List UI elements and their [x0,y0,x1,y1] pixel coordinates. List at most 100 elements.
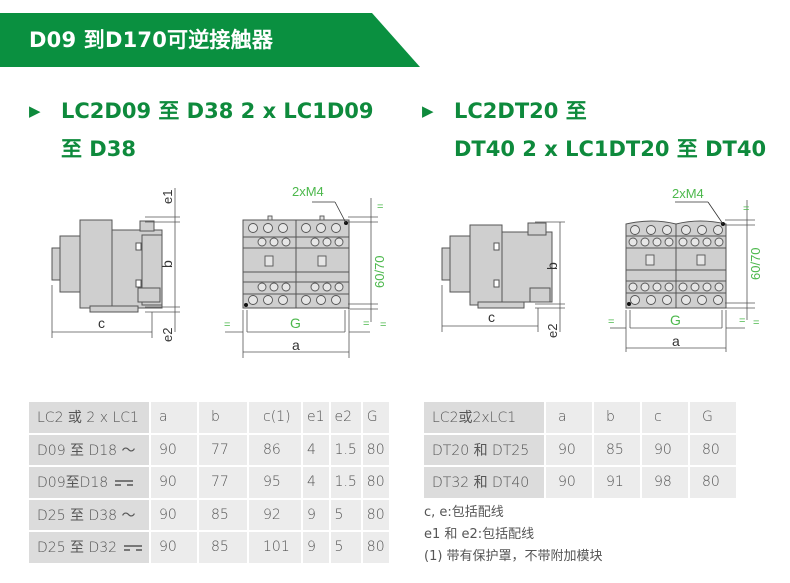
table-row: D09至D18 90 77 95 4 1.5 80 [29,467,389,498]
G-label: G [670,312,681,328]
footnote: (1) 带有保护罩，不带附加模块 [424,549,603,564]
header-cell: G [362,402,389,433]
header-cell: LC2或2xLC1 [424,402,544,433]
height-label: 60/70 [748,247,763,280]
value-cell: 90 [546,434,592,465]
value-cell: 9 [303,499,329,530]
left-front-view-diagram: 2xM4 60/70 G a = = = = [224,184,387,358]
table-header-row: LC2 或 2 x LC1 a b c(1) e1 e2 G [29,402,389,433]
a-label: a [672,333,680,349]
equal-mark: = [608,316,614,328]
equal-mark: = [743,203,749,215]
value-cell: 1.5 [330,467,361,498]
table-row: D25 至 D38 ～ 90 85 92 9 5 80 [29,499,389,530]
height-label: 60/70 [372,255,387,288]
value-cell: 80 [362,434,389,465]
value-cell: 5 [330,499,361,530]
table-row: DT20 和 DT25 90 85 90 80 [424,434,736,465]
c-label: c [488,309,495,325]
left-heading-line1: LC2D09 至 D38 2 x LC1D09 [61,99,374,123]
value-cell: 77 [199,434,247,465]
b-label: b [544,262,560,270]
table-header-row: LC2或2xLC1 a b c G [424,402,736,433]
G-label: G [290,315,301,331]
e2-label: e2 [545,324,560,338]
value-cell: 90 [151,467,197,498]
value-cell: 85 [199,532,247,563]
header-cell: a [546,402,592,433]
value-cell: 77 [199,467,247,498]
value-cell: 5 [330,532,361,563]
value-cell: 91 [594,467,640,498]
model-cell: DT20 和 DT25 [424,434,544,465]
value-cell: 1.5 [330,434,361,465]
header-cell: c(1) [249,402,301,433]
value-cell: 98 [642,467,688,498]
model-cell: D25 至 D38 ～ [29,499,149,530]
equal-mark: = [753,317,759,329]
mount-label: 2xM4 [672,186,704,201]
value-cell: 90 [151,499,197,530]
model-cell: DT32 和 DT40 [424,467,544,498]
equal-mark: = [224,319,230,331]
triangle-bullet-icon: ▶ [29,102,41,120]
footnote: c, e:包括配线 [424,505,504,520]
right-heading-line1: LC2DT20 至 [454,99,587,123]
value-cell: 86 [249,434,301,465]
header-cell: LC2 或 2 x LC1 [29,402,149,433]
right-front-view-diagram: 2xM4 60/70 G a = = = = [608,186,763,352]
left-heading-line2: 至 D38 [61,137,136,161]
header-cell: b [594,402,640,433]
value-cell: 9 [303,532,329,563]
table-row: D09 至 D18 ～ 90 77 86 4 1.5 80 [29,434,389,465]
dc-symbol-icon [123,543,142,553]
value-cell: 90 [151,434,197,465]
e1-label: e1 [160,190,175,204]
value-cell: 95 [249,467,301,498]
page-title: D09 到D170可逆接触器 [29,28,274,52]
title-banner [0,13,420,67]
dc-symbol-icon [114,478,133,488]
header-cell: c [642,402,688,433]
value-cell: 101 [249,532,301,563]
header-cell: e2 [330,402,361,433]
table-row: D25 至 D32 90 85 101 9 5 80 [29,532,389,563]
a-label: a [292,337,300,353]
footnote: e1 和 e2:包括配线 [424,527,535,542]
model-cell: D09至D18 [29,467,149,498]
value-cell: 80 [690,467,736,498]
right-dimension-table: LC2或2xLC1 a b c G DT20 和 DT25 90 85 90 8… [422,400,738,500]
mount-label: 2xM4 [292,184,324,199]
header-cell: b [199,402,247,433]
right-heading-line2: DT40 2 x LC1DT20 至 DT40 [454,137,767,161]
left-dimension-table: LC2 或 2 x LC1 a b c(1) e1 e2 G D09 至 D18… [27,400,391,565]
right-section-heading: ▶ LC2DT20 至 DT40 2 x LC1DT20 至 DT40 [422,92,767,168]
value-cell: 90 [546,467,592,498]
equal-mark: = [380,319,386,331]
left-side-view-diagram: e1 b c e2 [51,188,180,342]
model-cell: D25 至 D32 [29,532,149,563]
equal-mark: = [363,318,369,330]
table-row: DT32 和 DT40 90 91 98 80 [424,467,736,498]
triangle-bullet-icon: ▶ [422,102,434,120]
right-side-view-diagram: b c e2 [441,221,565,338]
left-section-heading: ▶ LC2D09 至 D38 2 x LC1D09 至 D38 [29,92,374,168]
header-cell: a [151,402,197,433]
value-cell: 92 [249,499,301,530]
value-cell: 90 [151,532,197,563]
value-cell: 80 [362,532,389,563]
value-cell: 80 [690,434,736,465]
value-cell: 4 [303,467,329,498]
model-cell: D09 至 D18 ～ [29,434,149,465]
b-label: b [159,260,175,268]
value-cell: 80 [362,499,389,530]
value-cell: 80 [362,467,389,498]
footnotes: c, e:包括配线 e1 和 e2:包括配线 (1) 带有保护罩，不带附加模块 [424,502,603,568]
ac-symbol-icon: ～ [121,442,136,459]
value-cell: 85 [199,499,247,530]
value-cell: 4 [303,434,329,465]
header-cell: G [690,402,736,433]
e2-label: e2 [160,328,175,342]
ac-symbol-icon: ～ [121,507,136,524]
header-cell: e1 [303,402,329,433]
